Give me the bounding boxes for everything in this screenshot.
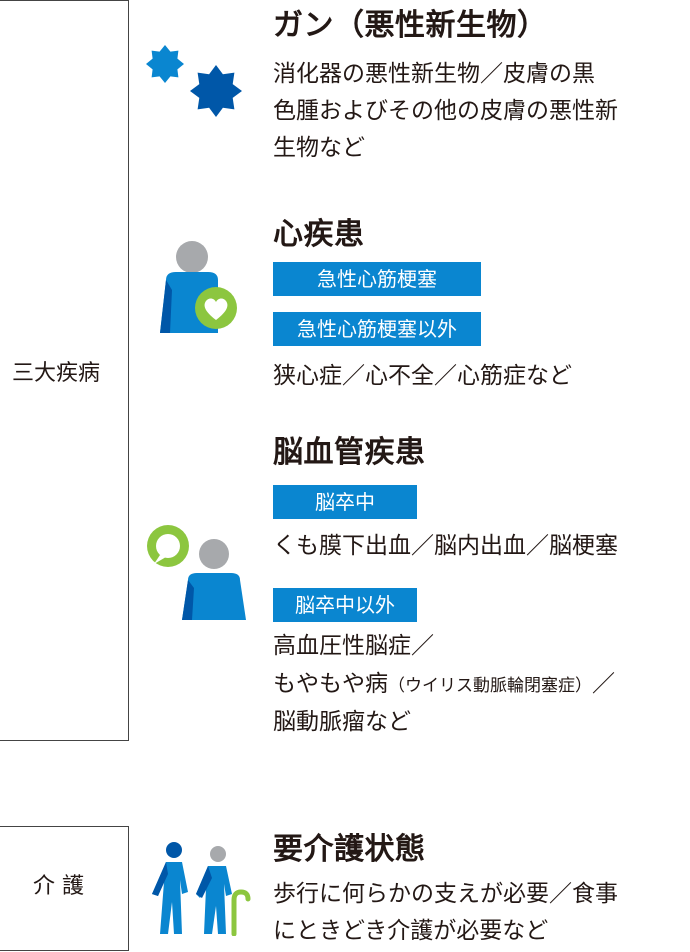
heart-title: 心疾患 [273, 217, 365, 252]
elderly-walking-icon [152, 842, 251, 936]
large-cell-icon [190, 65, 242, 117]
care-title: 要介護状態 [273, 832, 426, 867]
cells-icon [146, 45, 242, 117]
brain-tag-other: 脳卒中以外 [273, 588, 417, 622]
brain-desc-stroke: くも膜下出血／脳内出血／脳梗塞 [273, 533, 618, 559]
major-diseases-bracket [0, 0, 129, 741]
brain-desc-line-3: 脳動脈瘤など [273, 709, 411, 735]
brain-tag-stroke: 脳卒中 [273, 485, 417, 519]
brain-desc-line-2: もやもや病（ウイリス動脈輪閉塞症）／ [273, 666, 615, 705]
care-desc-line-2: にときどき介護が必要など [273, 918, 549, 944]
care-bracket [0, 826, 129, 951]
small-cell-icon [146, 45, 184, 83]
cancer-desc-line-3: 生物など [273, 135, 365, 161]
brain-desc-line-1: 高血圧性脳症／ [273, 633, 434, 659]
category-major-diseases: 三大疾病 [12, 361, 101, 386]
moyamoya-label: もやもや病 [273, 671, 388, 697]
brain-title: 脳血管疾患 [273, 435, 426, 470]
heart-badge-icon [195, 287, 237, 329]
speech-bubble-icon [147, 525, 189, 567]
caregiver-icon [152, 842, 188, 934]
cancer-desc-line-1: 消化器の悪性新生物／皮膚の黒 [273, 61, 595, 87]
person-heart-icon [160, 241, 237, 333]
cane-icon [231, 889, 251, 936]
category-care: 介 護 [33, 874, 84, 899]
care-desc-line-1: 歩行に何らかの支えが必要／食事 [273, 881, 618, 907]
moyamoya-note: （ウイリス動脈輪閉塞症） [388, 676, 592, 696]
heart-desc: 狭心症／心不全／心筋症など [273, 363, 572, 389]
elderly-person-icon [196, 846, 232, 934]
slash: ／ [592, 671, 615, 697]
heart-tag-other: 急性心筋梗塞以外 [273, 312, 481, 346]
cancer-title: ガン（悪性新生物） [273, 8, 548, 43]
heart-tag-acute-mi: 急性心筋梗塞 [273, 262, 481, 296]
person-brain-icon [147, 525, 246, 620]
cancer-desc-line-2: 色腫およびその他の皮膚の悪性新 [273, 98, 618, 124]
